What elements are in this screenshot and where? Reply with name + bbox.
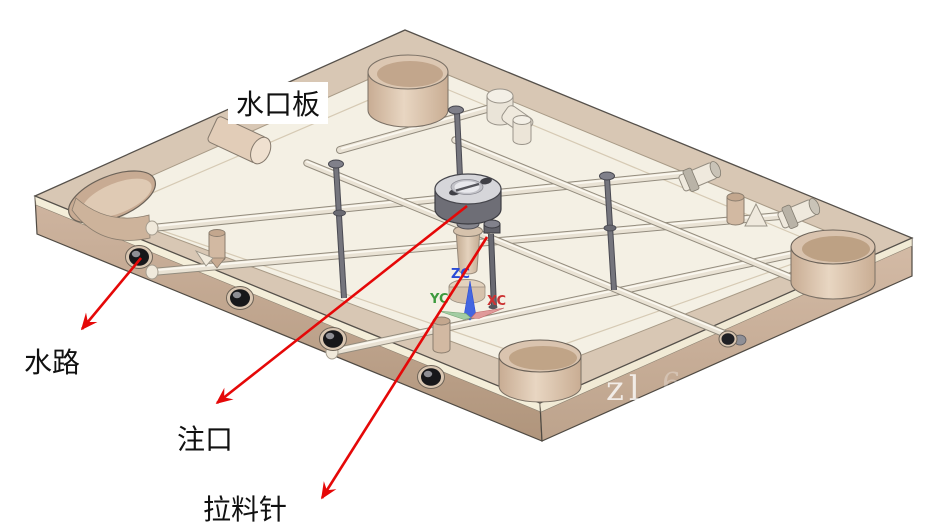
annotation-arrow-sprue (215, 204, 468, 405)
sprue-bushing-locating-ring (434, 173, 502, 225)
water-port (417, 365, 445, 389)
annotation-arrows (80, 204, 489, 500)
ring-slot (455, 182, 480, 192)
water-port (319, 327, 347, 351)
zc-axis-arrow (464, 280, 476, 321)
ring-bolt-hole (480, 177, 492, 185)
callout-labels: 水口板 水路 注口 拉料针 (24, 82, 328, 524)
corner-cylinder-front (498, 339, 582, 403)
sprue-body (455, 229, 481, 275)
label-plate: 水口板 (236, 89, 320, 120)
water-ports (125, 245, 738, 389)
elbow-fitting (486, 88, 534, 145)
puller-pin (483, 219, 501, 310)
water-pipe (451, 136, 796, 282)
pipe-junction (145, 264, 159, 280)
water-pipe (148, 170, 688, 232)
vent-cylinder (726, 192, 745, 226)
label-water-channel: 水路 (24, 347, 80, 378)
corner-cylinder-top (367, 54, 449, 128)
screw-pin-1 (448, 105, 464, 178)
label-plate-bg (228, 82, 328, 124)
corner-cylinder-right (790, 229, 876, 300)
watermark: zl 6 (606, 367, 681, 409)
screw-pin-2 (328, 159, 347, 299)
pipe-junction (145, 220, 159, 236)
annotation-arrow-water (80, 257, 142, 331)
hose-fitting-2 (777, 198, 821, 229)
guide-hole-wall (71, 197, 151, 241)
cone-pin (744, 202, 768, 227)
water-port (226, 286, 254, 310)
label-puller-pin: 拉料针 (203, 494, 287, 524)
sprue-assembly (434, 173, 502, 304)
lying-cylinder (207, 116, 272, 165)
vent-cylinder (208, 229, 226, 269)
water-port (718, 330, 738, 348)
xc-axis-label: XC (487, 294, 506, 309)
watermark-faint-text: 6 (662, 367, 681, 402)
cone-pin (194, 250, 214, 267)
yc-axis-arrow (438, 310, 472, 320)
hose-fitting-1 (678, 161, 722, 192)
annotation-arrow-puller (320, 236, 489, 500)
coordinate-triad: ZC XC YC (429, 267, 506, 321)
screw-pin-3 (599, 171, 617, 291)
water-port (125, 245, 153, 269)
water-pipes (145, 103, 849, 360)
vent-cylinder (432, 316, 451, 354)
label-sprue-gate: 注口 (177, 424, 233, 455)
watermark-text: zl (606, 369, 645, 409)
